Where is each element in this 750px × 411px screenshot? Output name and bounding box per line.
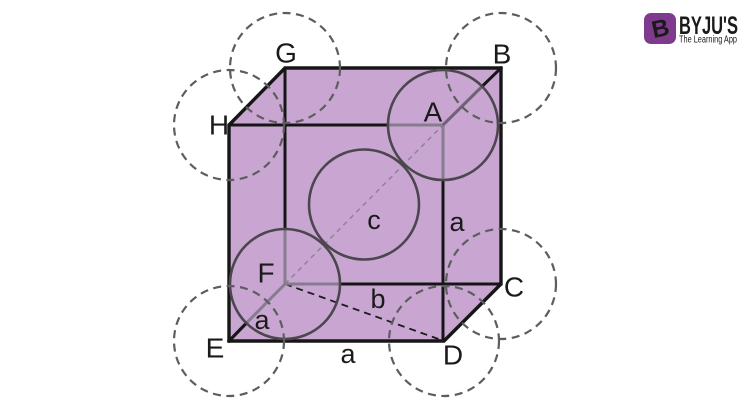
vertex-label-A: A bbox=[424, 97, 443, 128]
vertex-label-H: H bbox=[209, 110, 229, 141]
atom-circle-A bbox=[386, 68, 500, 182]
vertex-label-E: E bbox=[206, 333, 225, 364]
vertex-label-C: C bbox=[504, 272, 524, 303]
atom-circle-H-dashed bbox=[172, 68, 286, 182]
edge-label-a-ED: a bbox=[340, 339, 356, 369]
atom-circle-center bbox=[307, 148, 421, 261]
byjus-logo: B BYJU'S The Learning App bbox=[644, 12, 738, 46]
vertex-label-D: D bbox=[443, 340, 463, 371]
edge-EF-through-sphere bbox=[245, 282, 287, 325]
edge-label-c: c bbox=[367, 205, 381, 235]
logo-badge bbox=[644, 13, 676, 44]
atom-circle-D-dashed bbox=[387, 284, 501, 398]
vertex-label-G: G bbox=[275, 38, 297, 69]
edge-AB bbox=[479, 65, 504, 89]
logo-brand-text: BYJU'S bbox=[679, 12, 738, 40]
atom-circle-B-dashed bbox=[444, 11, 558, 125]
edge-label-b: b bbox=[370, 284, 385, 314]
face-diagonal-b-line bbox=[284, 283, 445, 342]
atom-circle-C-dashed bbox=[444, 227, 558, 341]
edge-label-a-EF: a bbox=[254, 305, 270, 335]
logo-b-icon: B bbox=[649, 14, 672, 44]
edge-EF bbox=[226, 320, 249, 344]
body-diagonal-c-line bbox=[284, 124, 444, 285]
logo-tagline: The Learning App bbox=[679, 35, 737, 46]
edge-AB-through-sphere bbox=[441, 85, 484, 127]
atom-circle-E-dashed bbox=[172, 284, 286, 398]
vertex-label-B: B bbox=[493, 39, 512, 70]
edge-label-a-AD: a bbox=[449, 207, 465, 237]
vertex-label-F: F bbox=[257, 258, 274, 289]
